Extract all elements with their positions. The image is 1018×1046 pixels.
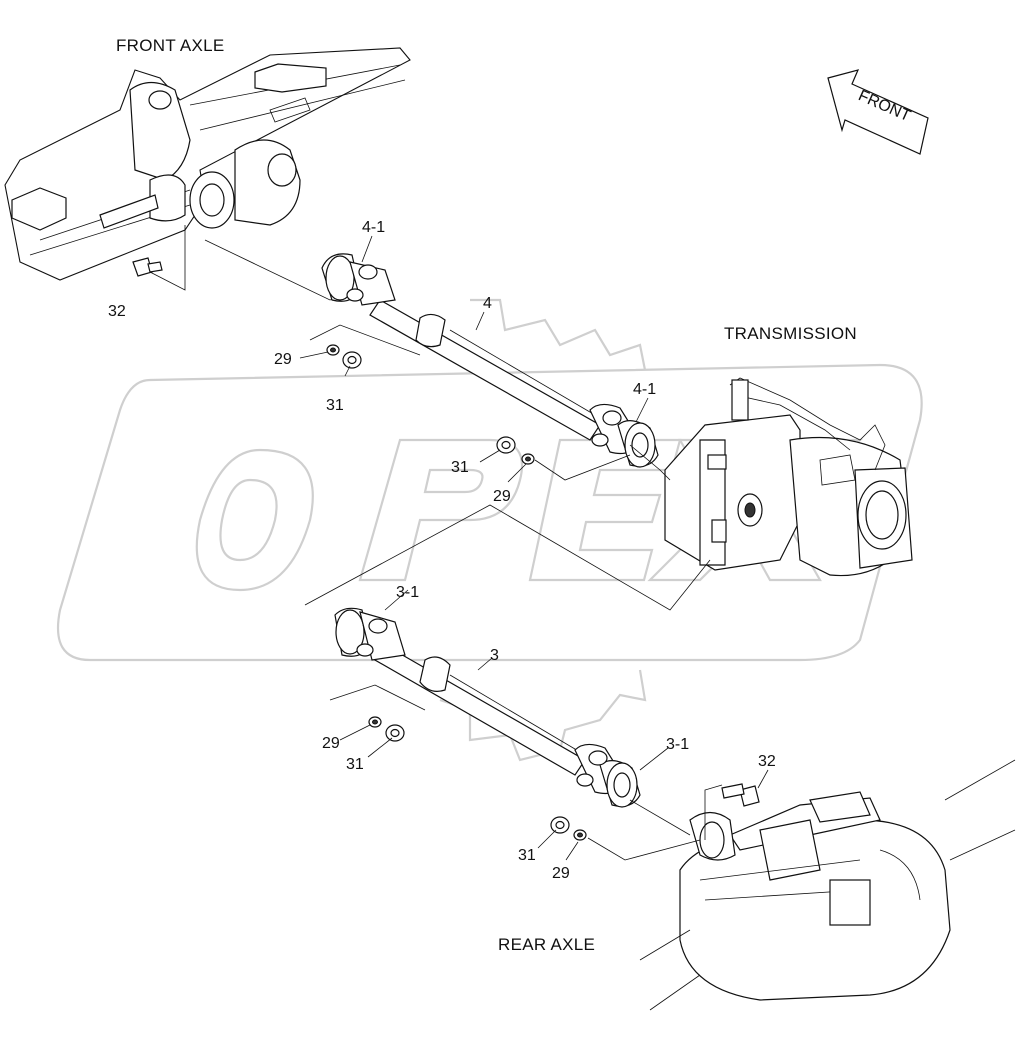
callout-31-b: 31 [451, 459, 469, 476]
drive-shaft-3 [334, 607, 641, 808]
leader-lines [149, 225, 769, 861]
callout-32-top: 32 [108, 303, 126, 320]
callout-4-1-right: 4-1 [633, 381, 656, 398]
callout-4: 4 [483, 295, 492, 312]
callout-31-c: 31 [346, 756, 364, 773]
front-axle-label: FRONT AXLE [116, 36, 225, 55]
rear-axle-drawing [639, 759, 1016, 1011]
front-direction-arrow: FRONT [827, 69, 929, 155]
callout-4-1-top: 4-1 [362, 219, 385, 236]
callout-3-1-right: 3-1 [666, 736, 689, 753]
callout-29-a: 29 [274, 351, 292, 368]
callout-3-1-top: 3-1 [396, 584, 419, 601]
callout-29-c: 29 [322, 735, 340, 752]
callout-31-d: 31 [518, 847, 536, 864]
callout-29-b: 29 [493, 488, 511, 505]
callout-32-bottom: 32 [758, 753, 776, 770]
callout-3: 3 [490, 647, 499, 664]
drive-shaft-4 [321, 253, 659, 468]
front-axle-drawing [4, 47, 411, 301]
transmission-label: TRANSMISSION [724, 324, 857, 343]
callout-31-a: 31 [326, 397, 344, 414]
rear-axle-label: REAR AXLE [498, 935, 595, 954]
hardware-parts [132, 257, 760, 841]
transmission-drawing [664, 377, 913, 577]
callout-29-d: 29 [552, 865, 570, 882]
